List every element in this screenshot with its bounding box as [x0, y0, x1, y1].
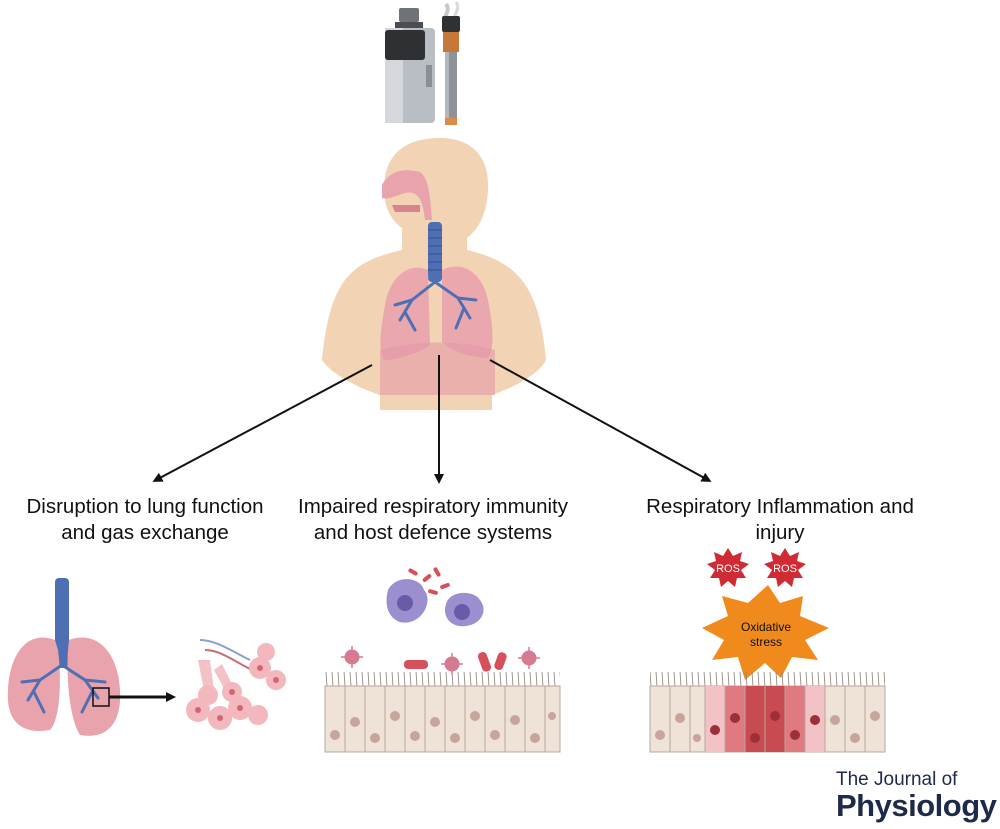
oxidative-label-line1: Oxidative [741, 620, 791, 634]
lungs-illustration [7, 578, 121, 736]
ros-label-2: ROS [773, 563, 797, 575]
journal-name-line2: Physiology [836, 788, 997, 823]
arrow-to-lung-function [152, 364, 373, 482]
macrophage-right-icon [444, 592, 484, 627]
virus-particles-icon [341, 646, 540, 675]
ros-label-1: ROS [716, 563, 740, 575]
outcome-immunity-line2: and host defence systems [313, 521, 553, 544]
vape-device-icon [385, 8, 435, 123]
bacteria-icon [408, 567, 450, 595]
ros-burst-2: ROS [764, 548, 806, 587]
journal-logo: The Journal of Physiology [836, 770, 1000, 822]
alveoli-illustration [186, 639, 286, 730]
rod-bacteria-icon [404, 652, 507, 672]
outcome-lung-function-caption: Disruption to lung function and gas exch… [0, 494, 290, 546]
ros-burst-1: ROS [707, 548, 749, 587]
oxidative-label-line2: stress [750, 635, 782, 649]
outcome-lung-function-line1: Disruption to lung function [26, 495, 264, 518]
outcome-inflammation-line2: injury [755, 521, 805, 544]
outcome-lung-function-line2: and gas exchange [61, 521, 229, 544]
outcome-inflammation-line1: Respiratory Inflammation and [646, 495, 914, 518]
human-torso-illustration [322, 138, 546, 410]
airway-epithelium-healthy [324, 672, 561, 753]
airway-epithelium-inflamed [649, 672, 886, 753]
arrow-to-inflammation [489, 359, 712, 482]
e-cigarette-icon [442, 1, 460, 125]
oxidative-stress-burst: Oxidative stress [702, 585, 829, 680]
journal-name-line1: The Journal of [836, 769, 958, 790]
macrophage-left-icon [386, 579, 428, 623]
outcome-immunity-caption: Impaired respiratory immunity and host d… [283, 494, 583, 546]
outcome-immunity-line1: Impaired respiratory immunity [298, 495, 568, 518]
outcome-inflammation-caption: Respiratory Inflammation and injury [625, 494, 935, 546]
